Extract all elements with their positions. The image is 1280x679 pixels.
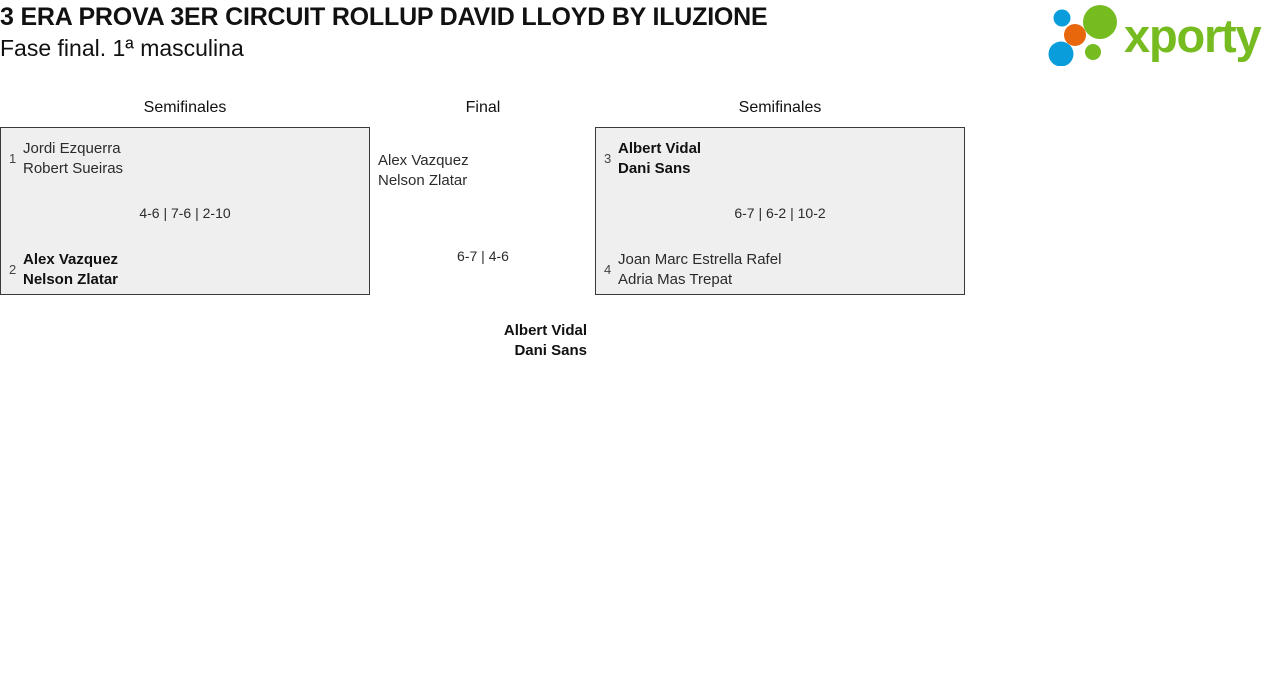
column-header-semifinals-right: Semifinales — [738, 99, 822, 116]
player-name: Alex Vazquez — [23, 251, 119, 268]
page-title: 3 ERA PROVA 3ER CIRCUIT ROLLUP DAVID LLO… — [0, 3, 768, 31]
page-subtitle: Fase final. 1ª masculina — [0, 35, 244, 61]
seed-number: 2 — [9, 261, 17, 277]
match-score-final: 6-7 | 4-6 — [457, 248, 509, 264]
team-names: Alex Vazquez Nelson Zlatar — [23, 250, 118, 289]
player-name: Adria Mas Trepat — [618, 270, 733, 288]
match-team-sf1-top[interactable]: 1 Jordi Ezquerra Robert Sueiras — [9, 139, 123, 178]
player-name: Robert Sueiras — [23, 159, 124, 177]
xporty-logo[interactable]: xporty — [1048, 4, 1276, 68]
player-name: Albert Vidal — [618, 140, 702, 157]
title-block: 3 ERA PROVA 3ER CIRCUIT ROLLUP DAVID LLO… — [0, 2, 1000, 63]
player-name: Jordi Ezquerra — [23, 140, 121, 157]
match-team-final-top[interactable]: Alex Vazquez Nelson Zlatar — [378, 151, 469, 190]
team-names: Joan Marc Estrella Rafel Adria Mas Trepa… — [618, 250, 781, 289]
player-name: Nelson Zlatar — [378, 171, 468, 189]
page-header: 3 ERA PROVA 3ER CIRCUIT ROLLUP DAVID LLO… — [0, 0, 1280, 80]
match-score: 4-6 | 7-6 | 2-10 — [139, 205, 231, 221]
match-team-sf2-top[interactable]: 3 Albert Vidal Dani Sans — [604, 139, 701, 178]
match-team-final-bottom[interactable]: Albert Vidal Dani Sans — [388, 321, 587, 360]
match-team-sf2-bottom[interactable]: 4 Joan Marc Estrella Rafel Adria Mas Tre… — [604, 250, 781, 289]
player-name: Alex Vazquez — [378, 152, 469, 169]
logo-dots-icon — [1048, 5, 1117, 66]
match-team-sf1-bottom[interactable]: 2 Alex Vazquez Nelson Zlatar — [9, 250, 118, 289]
player-name: Joan Marc Estrella Rafel — [618, 251, 782, 268]
column-header-final: Final — [465, 99, 501, 116]
seed-number: 1 — [9, 150, 17, 166]
match-box-semifinal-1[interactable]: 1 Jordi Ezquerra Robert Sueiras 4-6 | 7-… — [0, 127, 370, 295]
match-score: 6-7 | 6-2 | 10-2 — [734, 205, 826, 221]
match-box-semifinal-2[interactable]: 3 Albert Vidal Dani Sans 6-7 | 6-2 | 10-… — [595, 127, 965, 295]
player-name: Albert Vidal — [503, 322, 587, 339]
team-names: Jordi Ezquerra Robert Sueiras — [23, 139, 123, 178]
team-names: Albert Vidal Dani Sans — [618, 139, 701, 178]
player-name: Nelson Zlatar — [23, 270, 119, 288]
player-name: Dani Sans — [514, 341, 587, 359]
logo-wordmark: xporty — [1124, 9, 1262, 62]
column-header-semifinals-left: Semifinales — [143, 99, 227, 116]
seed-number: 4 — [604, 261, 612, 277]
player-name: Dani Sans — [618, 159, 691, 177]
seed-number: 3 — [604, 150, 612, 166]
